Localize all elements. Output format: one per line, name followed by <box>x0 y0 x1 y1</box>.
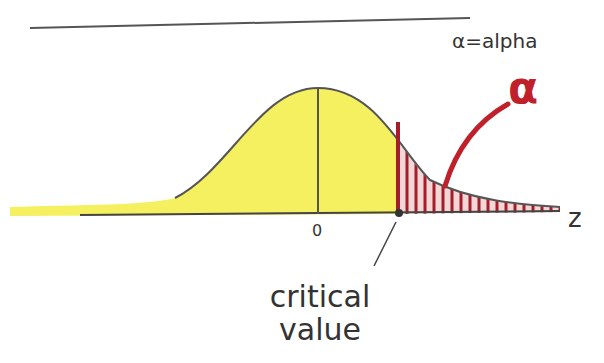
critical-line <box>396 122 400 213</box>
z-axis <box>80 211 560 215</box>
critical-value-label: critical value <box>235 280 405 346</box>
top-rule <box>30 18 470 28</box>
alpha-definition: α=alpha <box>452 30 537 52</box>
normal-curve <box>175 88 560 207</box>
alpha-arrow <box>445 104 508 186</box>
alpha-symbol: α <box>508 64 538 112</box>
rejection-region <box>398 140 560 214</box>
axis-name: z <box>568 204 582 233</box>
mean-line <box>317 88 319 214</box>
critical-point <box>395 209 403 217</box>
acceptance-region <box>10 88 398 216</box>
leader-line <box>374 222 396 266</box>
axis-zero: 0 <box>312 222 322 240</box>
